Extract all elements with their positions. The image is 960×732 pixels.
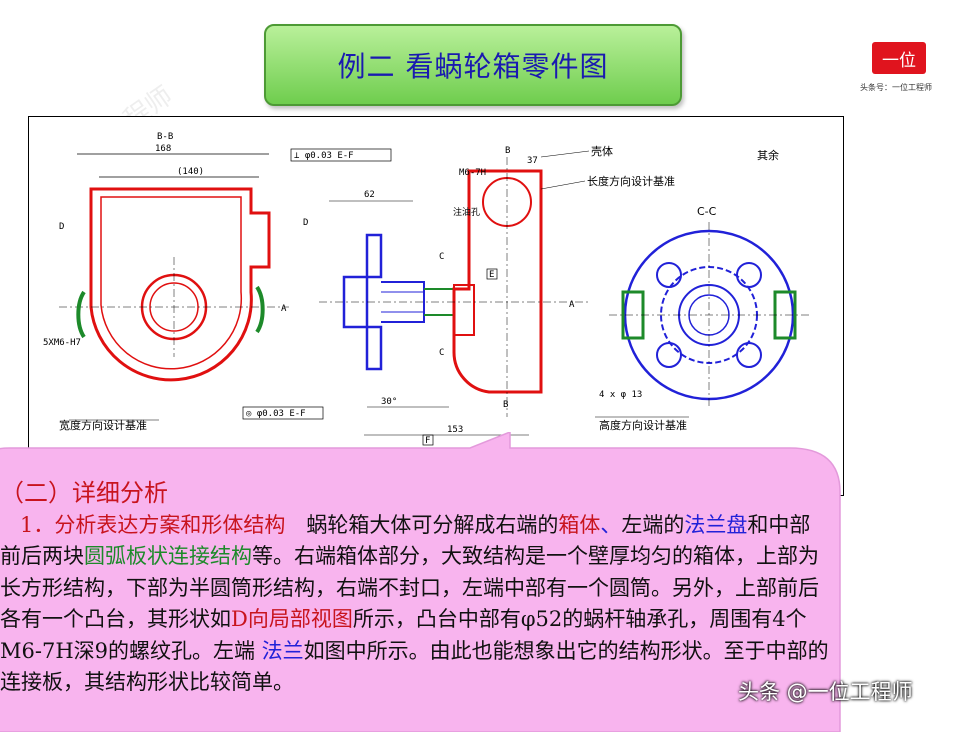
mark-d: D bbox=[303, 218, 308, 228]
boss-rect bbox=[453, 284, 475, 336]
mark-e: E bbox=[489, 270, 494, 280]
arc-plate-right bbox=[255, 285, 265, 334]
bolt-hole bbox=[736, 262, 762, 288]
bolt-hole bbox=[656, 262, 682, 288]
mark-b: B bbox=[503, 400, 508, 410]
bolt-hole bbox=[656, 342, 682, 368]
text-run: 蜗轮箱大体可分解成右端的 bbox=[285, 512, 559, 537]
text-run: 等。右端箱体部分，大致结构是一个壁厚均匀的箱体，上部为长方形结构，下部为半圆筒形… bbox=[0, 544, 819, 631]
para-label: 1．分析表达方案和形体结构 bbox=[20, 512, 286, 537]
logo-mark: 一位 bbox=[882, 50, 916, 71]
brand-logo: 一位 bbox=[872, 42, 926, 74]
worm-gear-box-drawing: B-B 168 (140) 5XM6-H7 D D A 宽度方向设计基准 ⊥ φ… bbox=[28, 116, 844, 496]
slide-title: 例二 看蜗轮箱零件图 bbox=[337, 50, 609, 83]
analysis-text: （二）详细分析 1．分析表达方案和形体结构 蜗轮箱大体可分解成右端的箱体、左端的… bbox=[0, 478, 830, 699]
arc-plate-left bbox=[76, 290, 86, 339]
mark-c: C bbox=[439, 348, 444, 358]
keyword-arc-plate: 圆弧板状连接结构 bbox=[84, 544, 252, 568]
dim-168: 168 bbox=[155, 144, 171, 154]
mark-a: A bbox=[281, 304, 287, 314]
shell-label: 壳体 bbox=[591, 144, 613, 158]
bolt-hole bbox=[736, 342, 762, 368]
logo-subtitle: 头条号：一位工程师 bbox=[860, 83, 932, 92]
holes-note: 4 x φ 13 bbox=[599, 390, 642, 400]
dim-37: 37 bbox=[527, 156, 538, 166]
mark-f: F bbox=[425, 436, 430, 446]
dim-140: (140) bbox=[177, 167, 204, 177]
length-datum-label: 长度方向设计基准 bbox=[587, 174, 675, 188]
keyword-box: 箱体 bbox=[558, 512, 601, 537]
callout-shape bbox=[0, 432, 841, 732]
text-run: 左端的 bbox=[621, 512, 685, 537]
leader-line bbox=[540, 150, 590, 158]
box-inner bbox=[100, 196, 243, 370]
section-label-bb: B-B bbox=[157, 132, 173, 142]
box-outline bbox=[89, 187, 271, 382]
oil-hole-label: 注油孔 bbox=[453, 206, 480, 218]
middle-box-outline bbox=[452, 169, 543, 394]
tolerance-conc: ◎ φ0.03 E-F bbox=[246, 409, 306, 419]
tolerance-frame-conc bbox=[242, 406, 324, 420]
keyword-d-view: D向局部视图 bbox=[231, 607, 353, 631]
keyword-flange: 法兰盘 bbox=[684, 512, 748, 537]
mark-a: A bbox=[569, 300, 575, 310]
text-run: 、 bbox=[600, 512, 622, 537]
datum-box-e bbox=[486, 268, 498, 280]
flange-hub bbox=[381, 281, 425, 323]
text-run: 和中部前后两块 bbox=[0, 512, 811, 569]
drawing-svg: B-B 168 (140) 5XM6-H7 D D A 宽度方向设计基准 ⊥ φ… bbox=[43, 132, 809, 446]
keyword-flange: 法兰 bbox=[261, 638, 304, 663]
section-heading: （二）详细分析 bbox=[0, 479, 168, 507]
mark-b: B bbox=[505, 146, 510, 156]
mark-c: C bbox=[439, 252, 444, 262]
other-surfaces-label: 其余 bbox=[757, 148, 779, 162]
leader-line bbox=[540, 180, 586, 190]
dim-62: 62 bbox=[364, 190, 375, 200]
analysis-callout bbox=[0, 432, 842, 732]
slide-title-box: 例二 看蜗轮箱零件图 bbox=[264, 24, 682, 106]
width-datum-label: 宽度方向设计基准 bbox=[59, 418, 147, 432]
section-label-cc: C-C bbox=[697, 205, 717, 218]
footer-credit: 头条 @一位工程师 bbox=[738, 680, 913, 704]
dim-30: 30° bbox=[381, 397, 397, 407]
mark-d: D bbox=[59, 222, 64, 232]
flange-outline bbox=[342, 233, 383, 371]
height-datum-label: 高度方向设计基准 bbox=[599, 418, 687, 432]
connecting-plate bbox=[424, 288, 454, 316]
thread-m6: M6-7H bbox=[459, 168, 486, 178]
thread-note: 5XM6-H7 bbox=[43, 338, 81, 348]
tolerance-frame-perp bbox=[290, 148, 392, 162]
dim-153: 153 bbox=[447, 425, 463, 435]
text-run: 所示，凸台中部有φ52的蜗杆轴承孔，周围有4个M6-7H深9的螺纹孔。左端 bbox=[0, 607, 807, 663]
tolerance-perp: ⊥ φ0.03 E-F bbox=[294, 151, 354, 161]
text-run: 如图中所示。由此也能想象出它的结构形状。至于中部的连接板，其结构形状比较简单。 bbox=[0, 638, 829, 695]
